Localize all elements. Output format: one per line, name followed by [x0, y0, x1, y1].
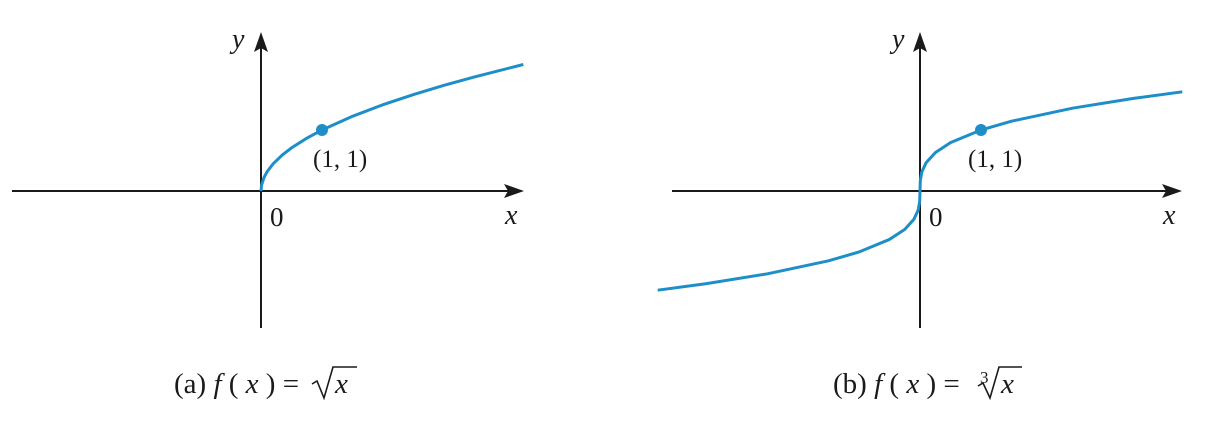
caption-open-paren: (	[889, 368, 899, 400]
caption-close-paren: )	[266, 368, 276, 400]
caption-open-paren: (	[229, 368, 239, 400]
svg-text:(b) f: (b) f ( x ) =	[833, 368, 960, 400]
y-axis-arrow	[254, 32, 268, 52]
x-axis-arrow	[1162, 184, 1182, 198]
caption-equals: =	[943, 368, 959, 400]
caption-close-paren: )	[926, 368, 936, 400]
origin-label: 0	[929, 202, 943, 232]
caption-a: (a) f ( x ) = x	[174, 366, 357, 401]
x-axis-arrow	[504, 184, 524, 198]
caption-label: (b)	[833, 368, 867, 400]
caption-function-name: f	[213, 368, 225, 400]
caption-variable: x	[245, 368, 259, 400]
radical-sign	[311, 366, 357, 401]
radical-index: 3	[980, 368, 989, 387]
point-1-1	[975, 124, 987, 136]
point-label: (1, 1)	[968, 146, 1022, 173]
y-axis-label: y	[229, 24, 245, 55]
chart-panel-sqrt: (1, 1) x y 0 (a) f ( x ) = x	[12, 24, 524, 401]
caption-equals: =	[283, 368, 299, 400]
caption-b: (b) f ( x ) = 3 x	[833, 366, 1022, 401]
caption-label: (a)	[174, 368, 206, 400]
curve-cbrt	[657, 90, 1183, 292]
point-1-1	[316, 124, 328, 136]
radical-sign	[977, 366, 1022, 401]
y-axis-label: y	[889, 24, 905, 55]
curve-sqrt	[259, 63, 524, 192]
y-axis-arrow	[913, 32, 927, 52]
point-label: (1, 1)	[313, 146, 367, 173]
caption-variable: x	[905, 368, 919, 400]
svg-text:(a) f: (a) f ( x ) =	[174, 368, 299, 400]
caption-function-name: f	[874, 368, 886, 400]
origin-label: 0	[270, 202, 284, 232]
caption-radicand: x	[334, 368, 348, 400]
caption-radicand: x	[1000, 368, 1014, 400]
x-axis-label: x	[504, 200, 518, 231]
chart-panel-cbrt: (1, 1) x y 0 (b) f ( x ) = 3 x	[657, 24, 1183, 401]
x-axis-label: x	[1162, 200, 1176, 231]
